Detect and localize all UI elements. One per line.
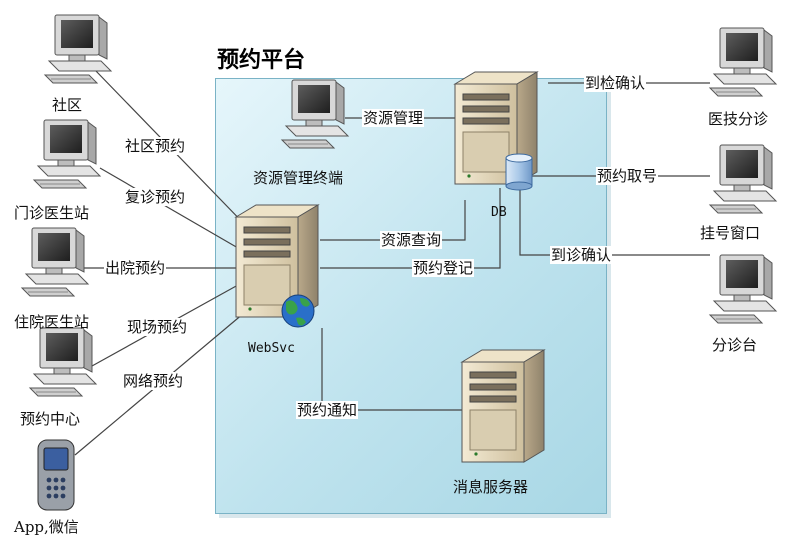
edge-resource-query: [320, 200, 466, 241]
triage-desk-pc-icon: [709, 254, 777, 324]
node-outpatient-doctor: 门诊医生站: [14, 204, 90, 222]
community-pc-icon: [44, 14, 112, 84]
edge-label-onsite-booking: 现场预约: [126, 318, 189, 336]
edge-arrival-confirm: [519, 188, 710, 256]
edge-label-community-booking: 社区预约: [124, 137, 187, 155]
edge-label-booking-ticket: 预约取号: [596, 167, 659, 185]
platform-title: 预约平台: [217, 48, 306, 73]
edge-label-arrival-confirm: 到诊确认: [550, 246, 613, 264]
node-inpatient-doctor: 住院医生站: [14, 313, 90, 331]
mobile-phone-icon: [37, 439, 75, 511]
edge-booking-notice: [321, 328, 462, 411]
node-app-wechat: App,微信: [14, 518, 79, 536]
node-webservice: WebSvc: [248, 341, 295, 356]
edge-label-online-booking: 网络预约: [122, 372, 185, 390]
node-triage-desk: 分诊台: [712, 336, 758, 354]
node-resource-terminal: 资源管理终端: [253, 169, 344, 187]
node-community: 社区: [52, 96, 83, 114]
inpatient-pc-icon: [21, 227, 89, 297]
edge-label-resource-management: 资源管理: [362, 109, 425, 127]
node-registration-window: 挂号窗口: [700, 224, 761, 242]
database-cylinder-icon: [505, 153, 533, 191]
edge-label-discharge-booking: 出院预约: [104, 259, 167, 277]
globe-icon: [281, 294, 315, 328]
edge-label-resource-query: 资源查询: [380, 231, 443, 249]
node-db: DB: [491, 205, 507, 220]
edge-outpatient: [99, 167, 239, 249]
booking-center-pc-icon: [29, 327, 97, 397]
message-server-icon: [461, 349, 545, 463]
edge-label-exam-confirm: 到检确认: [584, 74, 647, 92]
outpatient-pc-icon: [33, 119, 101, 189]
edge-label-booking-register: 预约登记: [412, 259, 475, 277]
edge-label-booking-notice: 预约通知: [296, 401, 359, 419]
node-booking-center: 预约中心: [20, 410, 81, 428]
resource-terminal-pc-icon: [281, 79, 349, 149]
tech-triage-pc-icon: [709, 27, 777, 97]
edge-booking-register: [320, 188, 501, 269]
registration-window-pc-icon: [709, 144, 777, 214]
node-tech-triage: 医技分诊: [708, 110, 769, 128]
node-message-server: 消息服务器: [453, 478, 529, 496]
edge-label-followup-booking: 复诊预约: [124, 188, 187, 206]
